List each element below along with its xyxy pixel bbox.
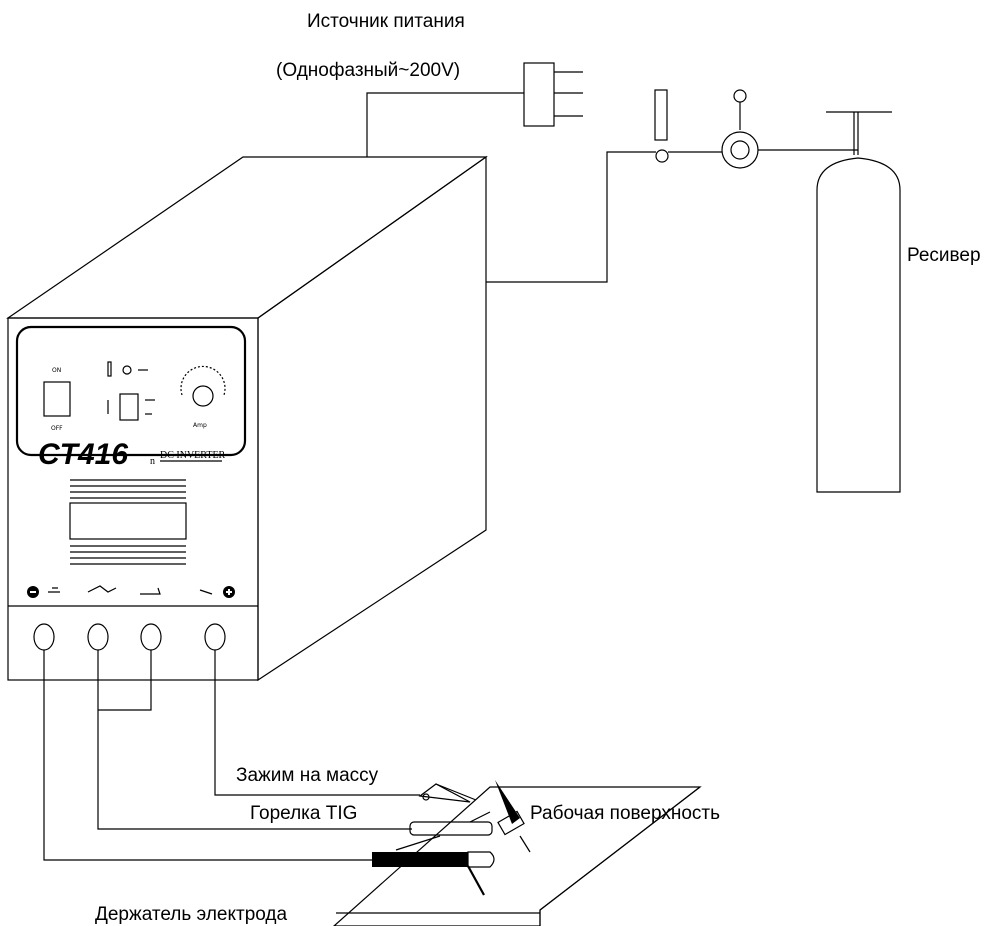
model-name: CT416 <box>38 438 128 471</box>
socket-tig-1 <box>87 623 109 651</box>
model-suffix: n <box>150 456 155 467</box>
socket-tig-2 <box>140 623 162 651</box>
tig-symbol-icon <box>87 585 117 593</box>
power-plug <box>523 62 555 127</box>
power-switch <box>43 381 71 417</box>
tig-torch-label: Горелка TIG <box>250 803 357 824</box>
amperage-knob <box>180 365 226 407</box>
power-cord <box>366 62 583 157</box>
switch-off-label: OFF <box>51 425 63 432</box>
mode-switch <box>119 393 139 421</box>
welding-machine: ON OFF Amp CT416 n DC INVERTER <box>6 155 488 682</box>
electrode-symbol-icon <box>199 589 213 595</box>
flowmeter <box>654 89 668 141</box>
vent-grille <box>69 479 187 565</box>
ground-symbol-icon <box>48 587 60 593</box>
model-subtitle: DC INVERTER <box>160 450 226 461</box>
gas-cylinder <box>816 111 901 493</box>
socket-plus <box>204 623 226 651</box>
work-surface-label: Рабочая поверхность <box>530 803 720 824</box>
receiver-label: Ресивер <box>907 245 981 266</box>
gas-valve <box>655 149 669 163</box>
regulator-inner <box>730 140 750 160</box>
power-source-label: Источник питания <box>307 11 465 32</box>
regulator-outer <box>721 131 759 169</box>
pressure-gauge <box>733 89 747 103</box>
ground-clamp-label: Зажим на массу <box>236 765 379 786</box>
indicator-light-icon <box>122 365 132 375</box>
thermometer-icon <box>107 361 112 377</box>
knob-label: Amp <box>193 422 207 429</box>
gas-line <box>486 89 858 283</box>
electrode-holder-label: Держатель электрода <box>95 904 288 925</box>
cables <box>43 650 420 861</box>
control-panel <box>15 325 247 457</box>
power-source-spec-label: (Однофазный~200V) <box>276 60 460 81</box>
switch-on-label: ON <box>52 367 61 374</box>
socket-minus <box>33 623 55 651</box>
electrode-holder <box>372 835 495 896</box>
gas-symbol-icon <box>140 587 161 595</box>
tig-torch <box>409 780 531 853</box>
ground-clamp <box>418 783 477 803</box>
